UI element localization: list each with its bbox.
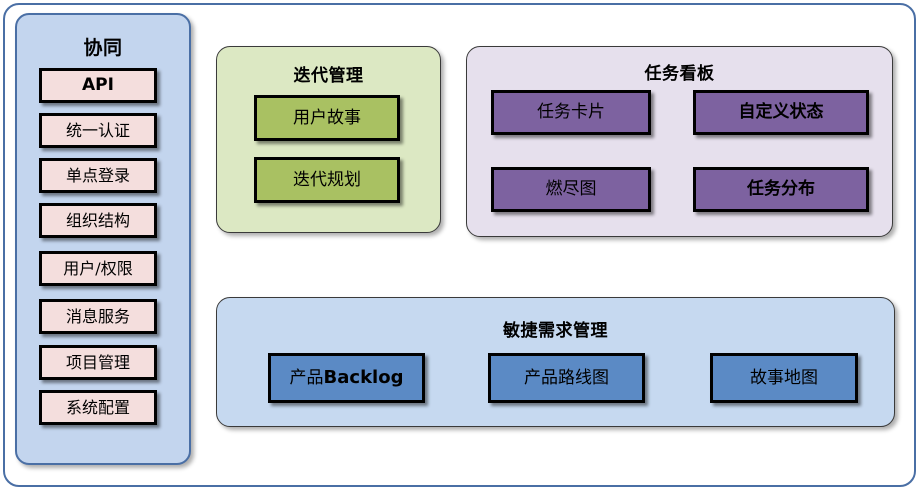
sidebar-item-message-service[interactable]: 消息服务 <box>39 299 157 334</box>
sidebar-item-sso[interactable]: 单点登录 <box>39 158 157 193</box>
iteration-box-iteration-plan[interactable]: 迭代规划 <box>254 157 400 203</box>
taskboard-panel-title: 任务看板 <box>644 64 715 84</box>
taskboard-box-task-card[interactable]: 任务卡片 <box>491 90 651 135</box>
agile-box-story-map[interactable]: 故事地图 <box>710 353 858 403</box>
agile-panel-title: 敏捷需求管理 <box>503 321 608 341</box>
sidebar-item-project-mgmt[interactable]: 项目管理 <box>39 345 157 380</box>
taskboard-box-burndown-chart[interactable]: 燃尽图 <box>491 167 651 212</box>
sidebar-item-user-permission[interactable]: 用户/权限 <box>39 251 157 286</box>
sidebar-item-api[interactable]: API <box>39 68 157 103</box>
sidebar-title: 协同 <box>83 37 123 59</box>
sidebar-item-system-config[interactable]: 系统配置 <box>39 390 157 425</box>
taskboard-box-custom-status[interactable]: 自定义状态 <box>693 90 869 135</box>
agile-box-product-roadmap[interactable]: 产品路线图 <box>488 353 645 403</box>
agile-box-product-backlog-latin: Backlog <box>323 367 404 388</box>
sidebar-item-unified-auth[interactable]: 统一认证 <box>39 113 157 148</box>
agile-box-product-backlog-cn: 产品 <box>289 367 324 388</box>
iteration-box-user-story[interactable]: 用户故事 <box>254 95 400 141</box>
iteration-panel-title: 迭代管理 <box>293 66 364 86</box>
sidebar-item-org-structure[interactable]: 组织结构 <box>39 203 157 238</box>
taskboard-box-task-distribution[interactable]: 任务分布 <box>693 167 869 212</box>
